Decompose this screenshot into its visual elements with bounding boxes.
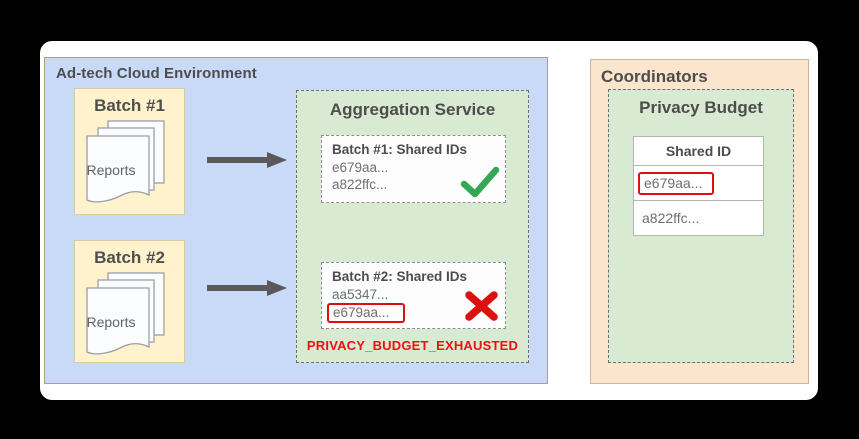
shared-id-table: Shared ID e679aa... a822ffc... <box>633 136 764 236</box>
green-check-icon <box>460 166 500 198</box>
batch-1-box: Batch #1 Reports <box>74 88 185 215</box>
coordinators-title: Coordinators <box>601 67 708 86</box>
batch-2-doc-label: Reports <box>86 314 136 330</box>
shared-id-value: e679aa... <box>333 305 390 320</box>
shared-id-value: a822ffc... <box>642 210 700 226</box>
batch-2-box: Batch #2 Reports <box>74 240 185 363</box>
shared-id-table-header: Shared ID <box>665 143 732 159</box>
batch-2-label: Batch #2 <box>94 248 165 267</box>
red-x-icon <box>465 291 498 321</box>
diagram-canvas: Ad-tech Cloud Environment Batch #1 Repor… <box>40 41 818 400</box>
batch-1-shared-ids-title: Batch #1: Shared IDs <box>332 142 468 157</box>
table-row: a822ffc... <box>634 200 763 235</box>
exhausted-id-highlight-box: e679aa... <box>638 171 715 195</box>
adtech-environment-region: Ad-tech Cloud Environment Batch #1 Repor… <box>44 57 548 384</box>
batch-2-shared-ids-box: Batch #2: Shared IDs aa5347... e679aa... <box>321 262 506 329</box>
document-stack-icon <box>85 120 165 203</box>
shared-id-value: a822ffc... <box>332 177 388 192</box>
shared-id-value: aa5347... <box>332 287 389 302</box>
duplicate-id-highlight-box: e679aa... <box>327 303 406 323</box>
batch-1-label: Batch #1 <box>94 96 165 115</box>
right-arrow-icon <box>207 152 287 168</box>
shared-id-value: e679aa... <box>332 160 389 175</box>
aggregation-service-title: Aggregation Service <box>329 100 496 119</box>
document-stack-icon <box>85 272 165 355</box>
privacy-budget-exhausted-label: PRIVACY_BUDGET_EXHAUSTED <box>306 338 519 353</box>
aggregation-service-region: Aggregation Service Batch #1: Shared IDs… <box>296 90 529 363</box>
right-arrow-icon <box>207 280 287 296</box>
batch-2-shared-ids-title: Batch #2: Shared IDs <box>332 269 468 284</box>
coordinators-region: Coordinators Privacy Budget Shared ID e6… <box>590 59 809 384</box>
privacy-budget-region: Privacy Budget Shared ID e679aa... a822f… <box>608 89 794 363</box>
table-row: e679aa... <box>634 165 763 200</box>
batch-1-shared-ids-box: Batch #1: Shared IDs e679aa... a822ffc..… <box>321 135 506 203</box>
privacy-budget-title: Privacy Budget <box>639 98 763 117</box>
batch-1-doc-label: Reports <box>86 162 136 178</box>
shared-id-value: e679aa... <box>644 174 703 191</box>
adtech-environment-title: Ad-tech Cloud Environment <box>56 65 257 82</box>
